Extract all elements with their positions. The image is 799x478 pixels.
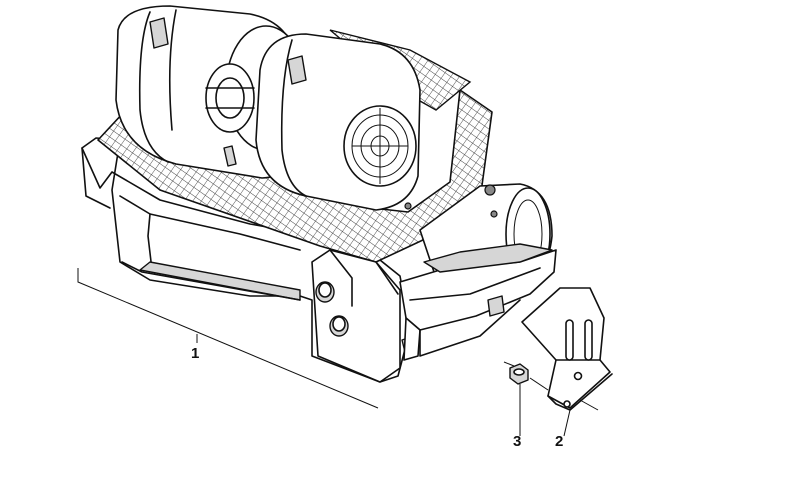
right-blower-drum	[255, 33, 421, 211]
callout-label-1: 1	[191, 345, 200, 362]
outlet-tray	[399, 243, 557, 361]
part-1-leader	[77, 268, 379, 409]
front-end-cap	[311, 249, 419, 383]
nut-part-3	[503, 361, 549, 436]
callout-label-3: 3	[513, 433, 522, 450]
callout-label-2: 2	[555, 433, 564, 450]
bracket-plate-part-2	[521, 287, 613, 437]
